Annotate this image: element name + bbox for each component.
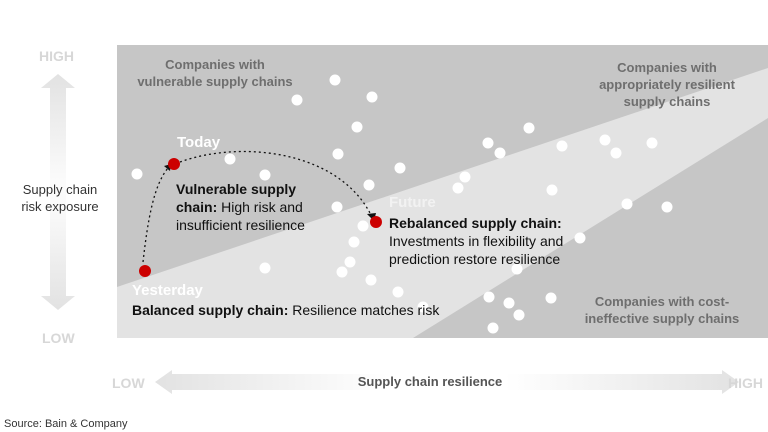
company-dot — [344, 256, 356, 268]
company-dot — [503, 297, 515, 309]
company-dot — [336, 266, 348, 278]
company-dot — [482, 137, 494, 149]
yesterday-label: Yesterday — [132, 282, 203, 299]
company-dot — [348, 236, 360, 248]
today-marker — [168, 158, 180, 170]
company-dot — [331, 201, 343, 213]
yesterday-title: Balanced supply chain: — [132, 302, 289, 318]
y-axis-low: LOW — [42, 330, 75, 346]
company-dot — [417, 301, 429, 313]
future-text: Investments in flexibility and predictio… — [389, 233, 564, 267]
x-axis-high: HIGH — [728, 375, 763, 391]
company-dot — [224, 153, 236, 165]
company-dot — [513, 309, 525, 321]
future-marker — [370, 216, 382, 228]
company-dot — [621, 198, 633, 210]
company-dot — [363, 179, 375, 191]
yesterday-description: Balanced supply chain: Resilience matche… — [132, 301, 492, 319]
y-axis-label: Supply chain risk exposure — [21, 182, 99, 214]
y-axis-high: HIGH — [39, 48, 74, 64]
y-axis-arrow — [41, 74, 75, 310]
source-note: Source: Bain & Company — [4, 418, 128, 430]
company-dot — [546, 184, 558, 196]
company-dots — [131, 74, 673, 334]
future-title: Rebalanced supply chain: — [389, 215, 562, 231]
company-dot — [366, 91, 378, 103]
company-dot — [392, 286, 404, 298]
company-dot — [357, 220, 369, 232]
yesterday-to-today-arrow — [142, 167, 169, 263]
company-dot — [487, 322, 499, 334]
company-dot — [661, 201, 673, 213]
company-dot — [332, 148, 344, 160]
company-dot — [574, 232, 586, 244]
x-axis-low: LOW — [112, 375, 145, 391]
company-dot — [646, 137, 658, 149]
zone-label-vulnerable: Companies with vulnerable supply chains — [137, 57, 293, 89]
company-dot — [452, 182, 464, 194]
zone-label-resilient: Companies with appropriately resilient s… — [599, 60, 735, 109]
company-dot — [523, 122, 535, 134]
company-dot — [545, 292, 557, 304]
company-dot — [599, 134, 611, 146]
yesterday-text: Resilience matches risk — [292, 302, 440, 318]
company-dot — [556, 140, 568, 152]
company-dot — [365, 274, 377, 286]
company-dot — [494, 147, 506, 159]
company-dot — [483, 291, 495, 303]
future-label: Future — [389, 194, 436, 211]
today-text: High risk and insufficient resilience — [176, 199, 305, 233]
future-description: Rebalanced supply chain: Investments in … — [389, 214, 584, 268]
company-dot — [394, 162, 406, 174]
yesterday-marker — [139, 265, 151, 277]
zone-label-cost-ineffective: Companies with cost- ineffective supply … — [584, 294, 740, 326]
company-dot — [131, 168, 143, 180]
x-axis-label: Supply chain resilience — [357, 374, 503, 389]
company-dot — [291, 94, 303, 106]
today-title: Vulnerable supply chain: — [176, 181, 297, 215]
today-to-future-arrow — [179, 150, 373, 218]
company-dot — [351, 121, 363, 133]
company-dot — [329, 74, 341, 86]
company-dot — [259, 169, 271, 181]
x-axis-arrow — [155, 370, 739, 394]
company-dot — [259, 262, 271, 274]
company-dot — [459, 171, 471, 183]
today-description: Vulnerable supply chain: High risk and i… — [176, 180, 328, 234]
company-dot — [610, 147, 622, 159]
today-label: Today — [177, 134, 221, 151]
company-dot — [511, 263, 523, 275]
